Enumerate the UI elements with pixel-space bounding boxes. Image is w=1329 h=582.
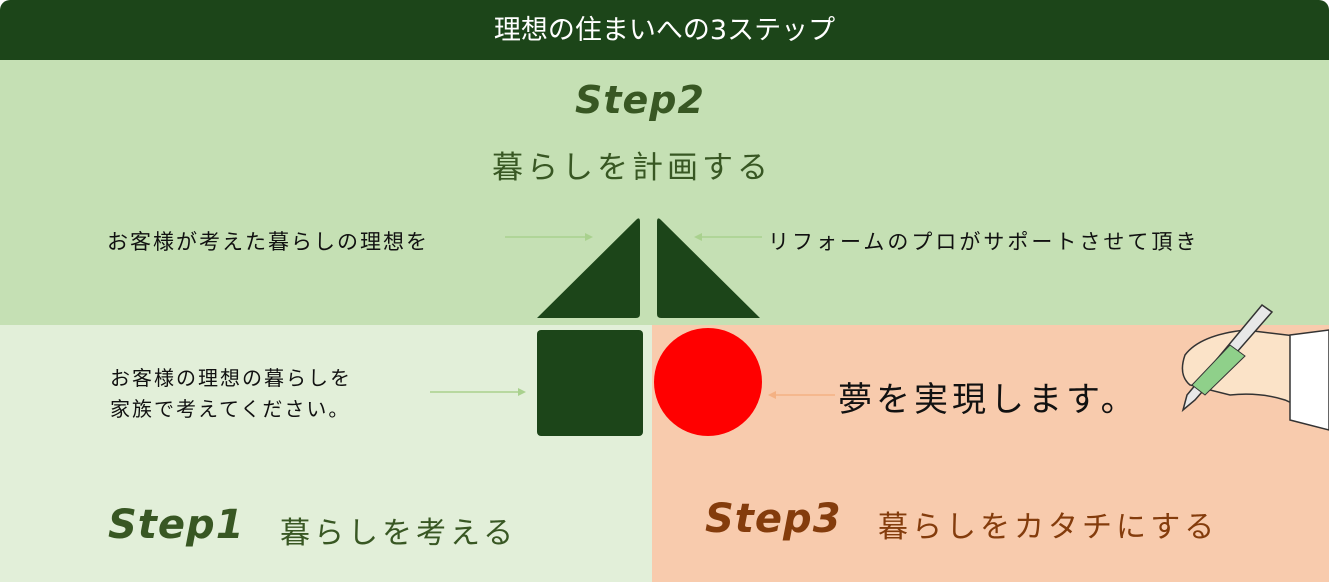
roof-right-triangle bbox=[657, 218, 760, 318]
arrowhead bbox=[694, 233, 702, 241]
step2-label: Step2 bbox=[575, 78, 705, 122]
step2-title: 暮らしを計画する bbox=[492, 150, 772, 186]
step1-text: お客様の理想の暮らしを家族で考えてください。 bbox=[110, 363, 352, 425]
step1-text-line1: お客様の理想の暮らしを bbox=[110, 366, 352, 390]
title-banner: 理想の住まいへの3ステップ bbox=[0, 0, 1329, 60]
step1-title: 暮らしを考える bbox=[280, 516, 518, 551]
step1-label: Step1 bbox=[108, 502, 245, 548]
title: 理想の住まいへの3ステップ bbox=[493, 15, 836, 46]
step2-left-text: お客様が考えた暮らしの理想を bbox=[107, 230, 429, 254]
red-circle bbox=[654, 328, 762, 436]
arrowhead bbox=[518, 388, 526, 396]
step3-label: Step3 bbox=[705, 496, 842, 542]
step1-text-line2: 家族で考えてください。 bbox=[110, 397, 351, 421]
hand-pen-icon bbox=[1181, 303, 1329, 431]
arrowhead bbox=[768, 391, 776, 399]
step3-title: 暮らしをカタチにする bbox=[878, 510, 1219, 545]
step3-text: 夢を実現します。 bbox=[838, 380, 1139, 420]
step2-right-text: リフォームのプロがサポートさせて頂き bbox=[768, 230, 1200, 254]
roof-left-triangle bbox=[537, 218, 640, 318]
arrowhead bbox=[585, 233, 593, 241]
house-square bbox=[537, 330, 643, 436]
